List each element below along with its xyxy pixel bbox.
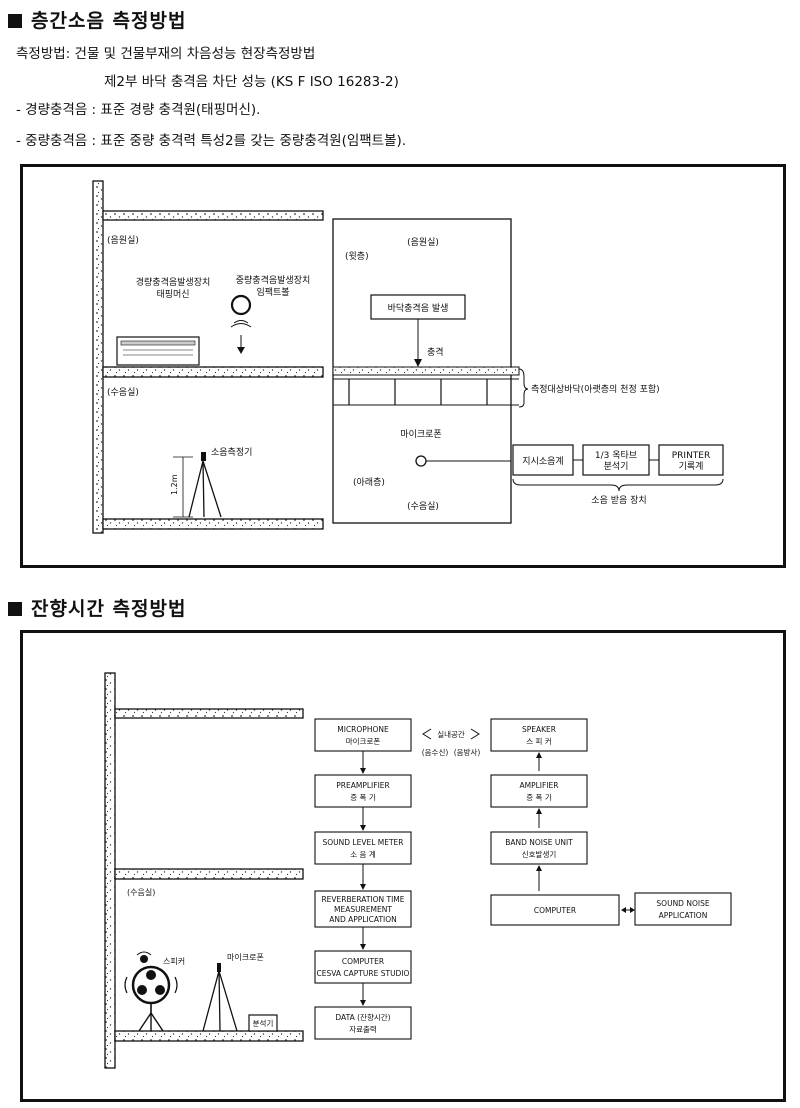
right-signal-chain: SPEAKER 스 피 커 AMPLIFIER 증 폭 기 BAND NOISE… [490, 718, 732, 926]
upper-floor-label: (윗층) [345, 251, 369, 262]
left-building-section [92, 180, 324, 534]
floor-brace-icon [518, 368, 529, 408]
floor-impact-diagram-frame: (음원실) (수음실) 경량충격음발생장치 태핑머신 중량충격음발생장치 임팩트… [20, 164, 786, 568]
octave-analyzer-text1: 1/3 옥타브 [595, 450, 637, 461]
height-label: 1.2m [170, 474, 179, 495]
octave-analyzer-box [582, 444, 650, 476]
chain-slm-ko: 소 음 계 [350, 849, 376, 859]
printer-text2: 기록계 [679, 460, 704, 472]
section2-heading: 잔향시간 측정방법 [8, 594, 186, 621]
recv-label: (음수신) [422, 748, 449, 757]
ball-label2: 임팩트볼 [256, 286, 289, 298]
emit-label: (음방사) [454, 747, 481, 757]
analyzer-box [248, 1014, 278, 1032]
chain-rt-en1: REVERBERATION TIME [321, 895, 404, 904]
floor-label: 측정대상바닥(아랫층의 천정 포함) [531, 384, 660, 395]
omni-speaker-icon [124, 951, 178, 1032]
impact-ball-icon [230, 294, 252, 354]
right-schematic [332, 218, 520, 524]
chain-rt-en3: AND APPLICATION [329, 915, 397, 924]
tapping-label2: 태핑머신 [156, 289, 189, 300]
section1-heading: 층간소음 측정방법 [8, 6, 186, 33]
chain-preamp-ko: 증 폭 기 [350, 793, 375, 802]
chain-speaker-ko: 스 피 커 [526, 737, 551, 746]
side-box-en2: APPLICATION [659, 911, 708, 920]
source-room-label: (음원실) [407, 237, 439, 248]
impact-source-text: 바닥충격음 발생 [388, 302, 449, 314]
chain-right-computer: COMPUTER [534, 906, 576, 915]
chain-computer-en: COMPUTER [342, 957, 384, 966]
microphone-label: 마이크로폰 [400, 429, 441, 440]
receiver-brace-icon [512, 478, 724, 492]
chain-microphone-ko: 마이크로폰 [346, 736, 381, 746]
impact-arrow-icon [414, 359, 422, 367]
chain-amp-en: AMPLIFIER [520, 781, 559, 790]
octave-analyzer-text2: 분석기 [604, 461, 629, 472]
chain-preamp-en: PREAMPLIFIER [336, 781, 389, 790]
chain-data-en: DATA (잔향시간) [335, 1012, 390, 1022]
microphone-label: 마이크로폰 [227, 952, 264, 962]
printer-box [658, 444, 724, 476]
chain-speaker-en: SPEAKER [522, 725, 556, 734]
speaker-label: 스피커 [163, 957, 185, 966]
reverberation-diagram: (수음실) 스피커 마이크로폰 분석기 MICROPHONE 마이크로폰 PRE… [104, 672, 732, 1069]
method-line2: 제2부 바닥 충격음 차단 성능 (KS F ISO 16283-2) [104, 74, 399, 90]
level-meter-box [512, 444, 574, 476]
microphone-tripod-icon [202, 963, 238, 1032]
printer-text1: PRINTER [672, 451, 711, 461]
impact-label: 충격 [427, 346, 444, 358]
reverberation-diagram-frame: (수음실) 스피커 마이크로폰 분석기 MICROPHONE 마이크로폰 PRE… [20, 630, 786, 1102]
tapping-machine-icon [116, 336, 200, 366]
side-box-en: SOUND NOISE [656, 899, 709, 908]
upper-room-label: (음원실) [107, 235, 139, 246]
chain-computer-en2: CESVA CAPTURE STUDIO [317, 969, 410, 978]
chain-amp-ko: 증 폭 기 [526, 793, 551, 802]
square-bullet-icon [8, 602, 22, 616]
chain-data-ko: 자료출력 [349, 1024, 377, 1034]
receiver-group-label: 소음 받음 장치 [591, 494, 646, 506]
analyzer-label: 분석기 [253, 1018, 274, 1028]
lower-room-label: (수음실) [107, 387, 139, 398]
left-signal-chain: MICROPHONE 마이크로폰 PREAMPLIFIER 증 폭 기 SOUN… [314, 718, 412, 1040]
lower-floor-label: (아래층) [353, 477, 385, 488]
receive-room-label: (수음실) [127, 887, 155, 897]
bullet-light-impact: - 경량충격음 : 표준 경량 충격원(태핑머신). [16, 102, 261, 118]
microphone-icon [415, 455, 427, 467]
method-line1: 측정방법: 건물 및 건물부재의 차음성능 현장측정방법 [16, 46, 316, 62]
tapping-label1: 경량충격음발생장치 [136, 276, 211, 288]
bullet-heavy-impact: - 중량충격음 : 표준 중량 충격력 특성2를 갖는 중량충격원(임팩트볼). [16, 133, 407, 149]
receive-room-label: (수음실) [407, 501, 439, 512]
chain-band-ko: 신호발생기 [522, 849, 557, 859]
ball-label1: 중량충격음발생장치 [236, 274, 311, 286]
space-label: 실내공간 [437, 729, 465, 739]
floor-impact-diagram: (음원실) (수음실) 경량충격음발생장치 태핑머신 중량충격음발생장치 임팩트… [92, 180, 724, 534]
sound-meter-label: 소음측정기 [211, 447, 252, 458]
sound-meter-tripod-icon [173, 452, 222, 518]
room-section [104, 672, 304, 1069]
chain-slm-en: SOUND LEVEL METER [322, 838, 403, 847]
space-connector [422, 728, 480, 740]
square-bullet-icon [8, 14, 22, 28]
chain-band-en: BAND NOISE UNIT [505, 838, 573, 847]
chain-rt-en2: MEASUREMENT [334, 905, 392, 914]
chain-microphone-en: MICROPHONE [337, 725, 389, 734]
level-meter-text: 지시소음계 [522, 455, 563, 467]
